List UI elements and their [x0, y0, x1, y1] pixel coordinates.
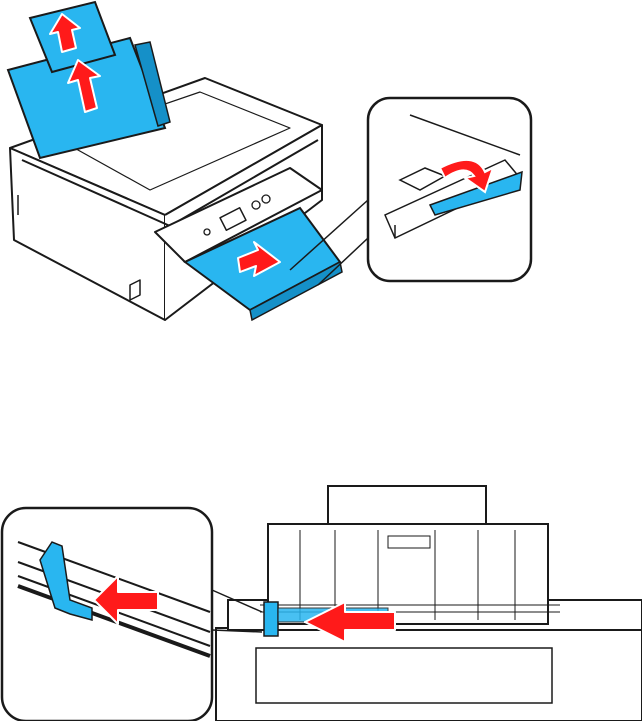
top-illustration-panel: [0, 0, 642, 330]
printer-illustration: [0, 0, 642, 330]
edge-guide-zoom-inset: [2, 508, 212, 721]
edge-guide: [264, 602, 278, 636]
tray-stopper-inset: [368, 98, 531, 281]
rear-feed-slot-illustration: [0, 480, 642, 721]
bottom-illustration-panel: [0, 480, 642, 721]
